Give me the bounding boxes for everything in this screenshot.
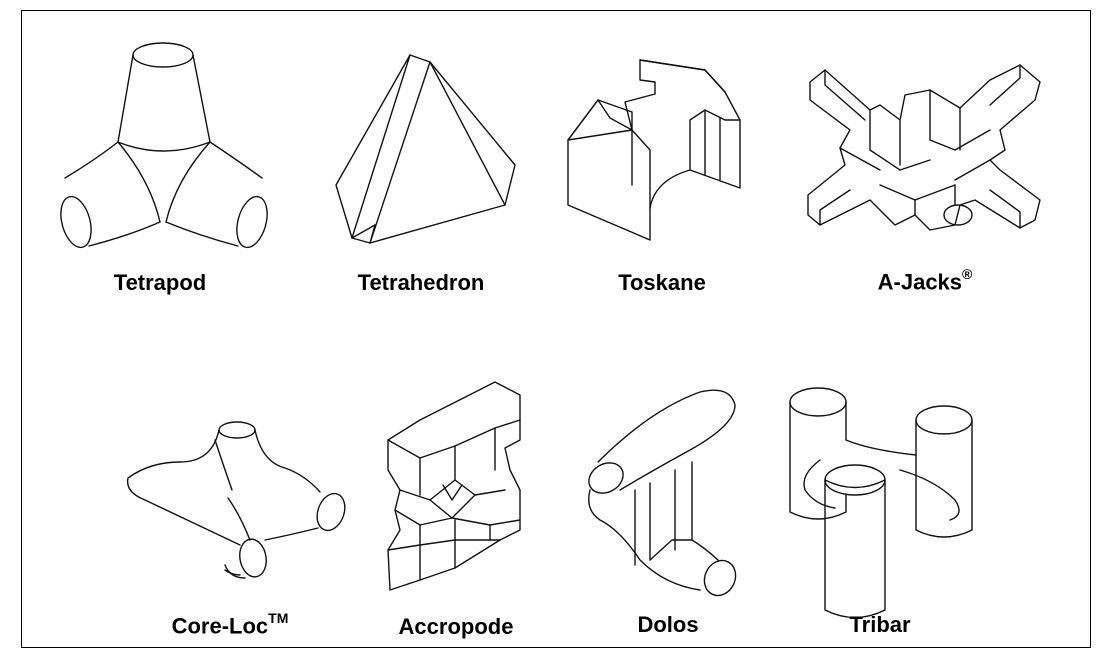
figure-frame xyxy=(21,10,1091,648)
label-a-jacks-text: A-Jacks xyxy=(877,269,963,295)
registered-mark: ® xyxy=(962,266,973,282)
trademark-mark: TM xyxy=(268,610,289,626)
label-tetrahedron-text: Tetrahedron xyxy=(357,270,485,295)
core-loc-figure xyxy=(126,421,346,579)
a-jacks-figure xyxy=(807,64,1041,231)
label-tetrahedron: Tetrahedron xyxy=(358,270,485,296)
label-tetrapod-text: Tetrapod xyxy=(113,270,207,295)
tetrapod-figure xyxy=(60,42,268,249)
label-core-loc-text: Core-Loc xyxy=(171,613,269,639)
label-a-jacks: A-Jacks® xyxy=(877,266,973,295)
toskane-figure xyxy=(567,59,741,241)
label-toskane-text: Toskane xyxy=(618,270,706,295)
label-dolos: Dolos xyxy=(637,612,698,638)
dolos-figure xyxy=(588,389,737,597)
label-dolos-text: Dolos xyxy=(637,612,699,637)
label-tetrapod: Tetrapod xyxy=(114,270,206,296)
label-tribar: Tribar xyxy=(849,612,910,638)
label-tribar-text: Tribar xyxy=(849,612,911,637)
label-toskane: Toskane xyxy=(618,270,706,296)
label-accropode: Accropode xyxy=(399,614,514,640)
label-core-loc: Core-LocTM xyxy=(171,610,289,639)
tetrahedron-figure xyxy=(335,54,516,244)
tribar-figure xyxy=(789,387,973,619)
label-accropode-text: Accropode xyxy=(398,614,514,639)
accropode-figure xyxy=(387,381,521,591)
